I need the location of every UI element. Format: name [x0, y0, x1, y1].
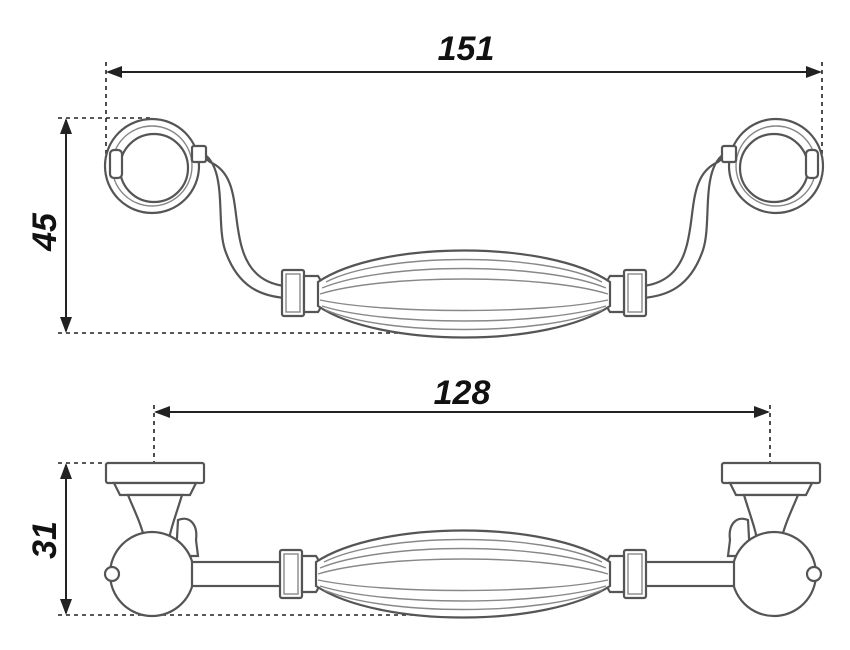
top-view: 151 45 [26, 30, 825, 339]
bottom-centers-dimension: 128 [154, 374, 770, 418]
top-barrel-grip [316, 249, 612, 339]
top-height-label: 45 [26, 212, 64, 252]
top-height-dimension: 45 [26, 118, 72, 333]
bottom-view: 128 31 [26, 374, 823, 619]
top-right-rosette [720, 117, 825, 215]
bottom-collars [278, 548, 648, 600]
bottom-height-label: 31 [26, 521, 64, 559]
top-left-rosette [103, 117, 208, 215]
top-width-dimension: 151 [106, 30, 822, 78]
bottom-centers-label: 128 [434, 374, 491, 412]
bottom-barrel-grip [314, 529, 612, 619]
top-width-label: 151 [438, 30, 495, 68]
bottom-height-dimension: 31 [26, 463, 72, 615]
bottom-left-mount [103, 461, 206, 618]
bottom-right-mount [720, 461, 823, 618]
